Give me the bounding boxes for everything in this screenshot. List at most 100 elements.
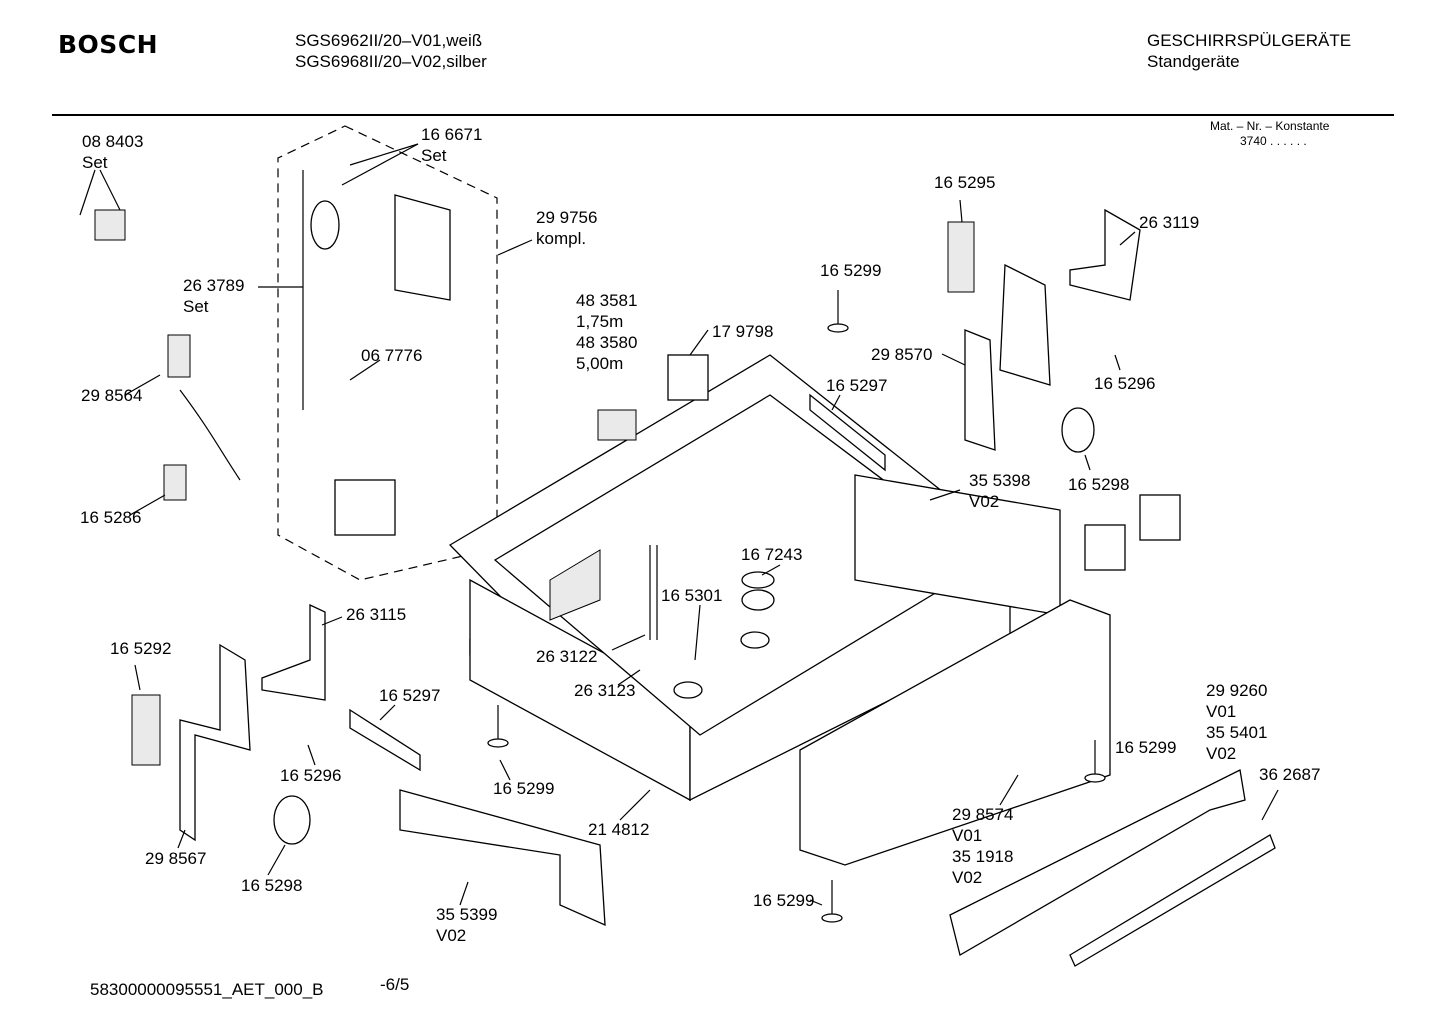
page-number: -6/5: [380, 975, 410, 994]
part-number: 16 6671: [421, 125, 483, 144]
part-note: Set: [421, 146, 447, 165]
part-label-165296-left: 16 5296: [280, 765, 341, 786]
material-number-label: Mat. – Nr. – Konstante: [1210, 119, 1330, 133]
brand-logo: BOSCH: [58, 30, 159, 59]
part-number: 26 3123: [574, 681, 636, 700]
part-number: 17 9798: [712, 322, 774, 341]
part-number: 16 5295: [934, 173, 996, 192]
part-note: Set: [82, 153, 108, 172]
inlet-valve: [310, 200, 340, 250]
part-label-165292: 16 5292: [110, 638, 171, 659]
part-number: 29 8564: [81, 386, 143, 405]
cable-connector: [597, 409, 637, 441]
part-label-263789: 26 3789 Set: [183, 275, 244, 317]
part-label-165301: 16 5301: [661, 585, 722, 606]
part-number: 36 2687: [1259, 765, 1321, 784]
part-label-298567: 29 8567: [145, 848, 206, 869]
model-line-1: SGS6962II/20–V01,weiß: [295, 31, 483, 50]
part-number: 16 5296: [1094, 374, 1156, 393]
part-label-167243: 16 7243: [741, 544, 802, 565]
part-number: 48 3581: [576, 291, 638, 310]
part-label-362687: 36 2687: [1259, 764, 1320, 785]
drain-hose: [179, 389, 241, 481]
part-label-165297-left: 16 5297: [379, 685, 440, 706]
part-note: Set: [183, 297, 209, 316]
part-number: 16 5298: [241, 876, 303, 895]
part-number: 29 8574: [952, 805, 1014, 824]
part-label-166671: 16 6671 Set: [421, 124, 482, 166]
part-number: 08 8403: [82, 132, 144, 151]
part-label-263115: 26 3115: [346, 604, 406, 625]
hose-clamp-set: [94, 209, 126, 241]
switch-left: [273, 795, 311, 845]
model-line-2: SGS6968II/20–V02,silber: [295, 52, 487, 71]
part-label-165286: 16 5286: [80, 507, 141, 528]
leader-lines: [79, 143, 1279, 906]
left-clip: [131, 694, 161, 766]
right-top-bracket: [1069, 208, 1141, 301]
bellows-hose: [167, 334, 191, 378]
part-label-298564: 29 8564: [81, 385, 142, 406]
part-number: 06 7776: [361, 346, 423, 365]
product-category: GESCHIRRSPÜLGERÄTE Standgeräte: [1147, 30, 1351, 72]
part-number: 16 5297: [379, 686, 441, 705]
part-note: 5,00m: [576, 354, 624, 373]
part-number: 26 3122: [536, 647, 598, 666]
part-note: V02: [436, 926, 467, 945]
part-number: 16 5296: [280, 766, 342, 785]
clip-16-5286: [163, 464, 187, 501]
part-number: 35 1918: [952, 847, 1014, 866]
part-number: 29 8570: [871, 345, 933, 364]
part-label-263119: 26 3119: [1139, 212, 1199, 233]
part-label-263122: 26 3122: [536, 646, 597, 667]
part-number: 16 5292: [110, 639, 172, 658]
part-label-165297-top: 16 5297: [826, 375, 887, 396]
switch-right: [1061, 407, 1095, 453]
part-number: 16 5299: [753, 891, 815, 910]
part-label-263123: 26 3123: [574, 680, 635, 701]
part-number: 35 5401: [1206, 723, 1268, 742]
part-label-165298-right: 16 5298: [1068, 474, 1129, 495]
part-note: kompl.: [536, 229, 587, 248]
part-note: V02: [952, 868, 983, 887]
left-side-bracket: [179, 643, 251, 842]
part-label-165299-bottom: 16 5299: [753, 890, 814, 911]
decor-strip: [949, 769, 1246, 956]
connector-block-2: [1139, 494, 1181, 541]
control-board-bracket: [334, 479, 396, 536]
part-number: 21 4812: [588, 820, 650, 839]
part-number: 16 7243: [741, 545, 803, 564]
left-mount-plate: [261, 603, 326, 701]
part-number: 26 3119: [1139, 213, 1200, 232]
part-label-298574: 29 8574 V01 35 1918 V02: [952, 804, 1013, 888]
part-number: 26 3789: [183, 276, 245, 295]
part-label-299756: 29 9756 kompl.: [536, 207, 597, 249]
material-number-code: 3740 . . . . . .: [1240, 134, 1307, 148]
part-number: 35 5398: [969, 471, 1031, 490]
part-label-483581: 48 3581 1,75m 48 3580 5,00m: [576, 290, 637, 374]
category-line-2: Standgeräte: [1147, 52, 1240, 71]
part-note: V01: [952, 826, 983, 845]
part-number: 29 9260: [1206, 681, 1268, 700]
part-note: V02: [969, 492, 1000, 511]
part-number: 16 5301: [661, 586, 723, 605]
part-number: 16 5299: [820, 261, 882, 280]
part-number: 26 3115: [346, 605, 407, 624]
part-number: 29 8567: [145, 849, 207, 868]
part-label-165299-mid: 16 5299: [493, 778, 554, 799]
model-numbers: SGS6962II/20–V01,weiß SGS6968II/20–V02,s…: [295, 30, 487, 72]
part-number: 35 5399: [436, 905, 498, 924]
part-label-088403: 08 8403 Set: [82, 131, 143, 173]
category-line-1: GESCHIRRSPÜLGERÄTE: [1147, 31, 1352, 50]
part-number: 29 9756: [536, 208, 598, 227]
part-label-355398: 35 5398 V02: [969, 470, 1030, 512]
material-number-note: Mat. – Nr. – Konstante 3740 . . . . . .: [1210, 119, 1329, 149]
document-code: 58300000095551_AET_000_B: [90, 980, 324, 999]
part-number: 48 3580: [576, 333, 638, 352]
part-number: 16 5299: [493, 779, 555, 798]
assembly-group-outline: [277, 125, 498, 581]
part-label-165299-right: 16 5299: [1115, 737, 1176, 758]
part-note: V02: [1206, 744, 1237, 763]
adjustable-foot-icon: [487, 290, 1106, 923]
